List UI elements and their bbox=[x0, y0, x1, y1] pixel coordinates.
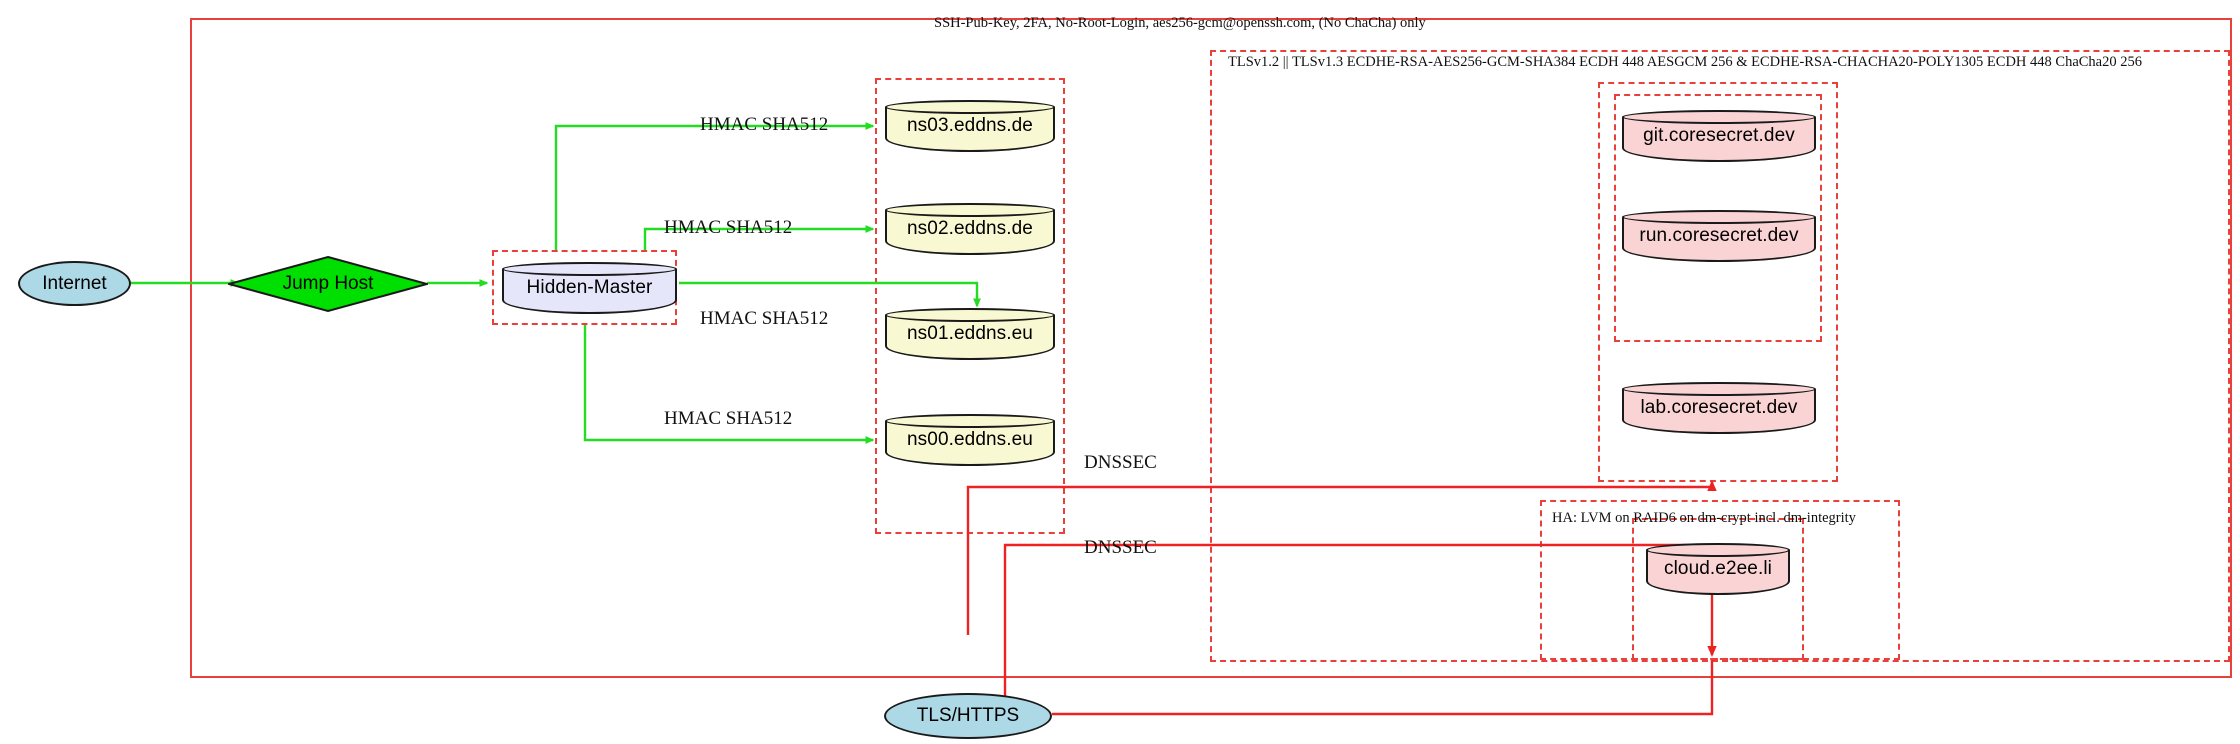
node-ns03[interactable]: ns03.eddns.de bbox=[885, 100, 1055, 152]
edge-label-hmac-ns01: HMAC SHA512 bbox=[700, 308, 829, 329]
node-run-coresecret-label: run.coresecret.dev bbox=[1639, 225, 1799, 246]
cluster-ha-label: HA: LVM on RAID6 on dm-crypt incl. dm-in… bbox=[1552, 510, 1856, 526]
node-tls-https[interactable]: TLS/HTTPS bbox=[884, 693, 1052, 739]
node-ns03-body bbox=[885, 107, 1055, 152]
node-ns01-body bbox=[885, 315, 1055, 360]
node-ns00-body bbox=[885, 421, 1055, 466]
node-tls-https-label: TLS/HTTPS bbox=[916, 705, 1020, 726]
cluster-coresecret-inner-boundary bbox=[1614, 94, 1822, 342]
node-run-coresecret-top bbox=[1622, 210, 1816, 224]
cluster-ssh-label: SSH-Pub-Key, 2FA, No-Root-Login, aes256-… bbox=[934, 15, 1426, 31]
node-run-coresecret-body bbox=[1622, 217, 1816, 262]
node-ns02-top bbox=[885, 203, 1055, 217]
edge-label-hmac-ns00: HMAC SHA512 bbox=[664, 408, 793, 429]
node-jump-host-label: Jump Host bbox=[282, 273, 374, 294]
node-git-coresecret-label: git.coresecret.dev bbox=[1643, 125, 1795, 146]
node-cloud-e2ee-body bbox=[1646, 550, 1790, 595]
node-ns02[interactable]: ns02.eddns.de bbox=[885, 203, 1055, 255]
node-ns03-label: ns03.eddns.de bbox=[907, 115, 1033, 136]
node-lab-coresecret-label: lab.coresecret.dev bbox=[1640, 397, 1798, 418]
node-ns01-label: ns01.eddns.eu bbox=[907, 323, 1033, 344]
node-cloud-e2ee-top bbox=[1646, 543, 1790, 557]
node-ns01[interactable]: ns01.eddns.eu bbox=[885, 308, 1055, 360]
edge-label-hmac-ns03: HMAC SHA512 bbox=[700, 114, 829, 135]
node-jump-host[interactable]: Jump Host bbox=[228, 256, 428, 312]
node-hidden-master-top bbox=[502, 262, 677, 276]
node-git-coresecret[interactable]: git.coresecret.dev bbox=[1622, 110, 1816, 162]
node-cloud-e2ee-label: cloud.e2ee.li bbox=[1664, 558, 1772, 579]
node-internet-label: Internet bbox=[42, 272, 107, 294]
node-ns02-body bbox=[885, 210, 1055, 255]
node-ns00-label: ns00.eddns.eu bbox=[907, 429, 1033, 450]
node-ns00-top bbox=[885, 414, 1055, 428]
node-ns00[interactable]: ns00.eddns.eu bbox=[885, 414, 1055, 466]
node-run-coresecret[interactable]: run.coresecret.dev bbox=[1622, 210, 1816, 262]
node-internet[interactable]: Internet bbox=[18, 261, 131, 306]
node-lab-coresecret[interactable]: lab.coresecret.dev bbox=[1622, 382, 1816, 434]
node-hidden-master[interactable]: Hidden-Master bbox=[502, 262, 677, 314]
node-git-coresecret-top bbox=[1622, 110, 1816, 124]
node-lab-coresecret-body bbox=[1622, 389, 1816, 434]
cluster-coresecret-boundary bbox=[1598, 82, 1838, 482]
node-hidden-master-body bbox=[502, 269, 677, 314]
node-lab-coresecret-top bbox=[1622, 382, 1816, 396]
cluster-tls-label: TLSv1.2 || TLSv1.3 ECDHE-RSA-AES256-GCM-… bbox=[1228, 54, 2142, 70]
node-ns01-top bbox=[885, 308, 1055, 322]
edge-label-hmac-ns02: HMAC SHA512 bbox=[664, 217, 793, 238]
edge-label-dnssec-2: DNSSEC bbox=[1084, 537, 1157, 558]
node-ns02-label: ns02.eddns.de bbox=[907, 218, 1033, 239]
edge-label-dnssec-1: DNSSEC bbox=[1084, 452, 1157, 473]
node-ns03-top bbox=[885, 100, 1055, 114]
node-git-coresecret-body bbox=[1622, 117, 1816, 162]
node-hidden-master-label: Hidden-Master bbox=[526, 277, 653, 298]
cluster-tls-boundary bbox=[1210, 50, 2230, 662]
node-cloud-e2ee[interactable]: cloud.e2ee.li bbox=[1646, 543, 1790, 595]
